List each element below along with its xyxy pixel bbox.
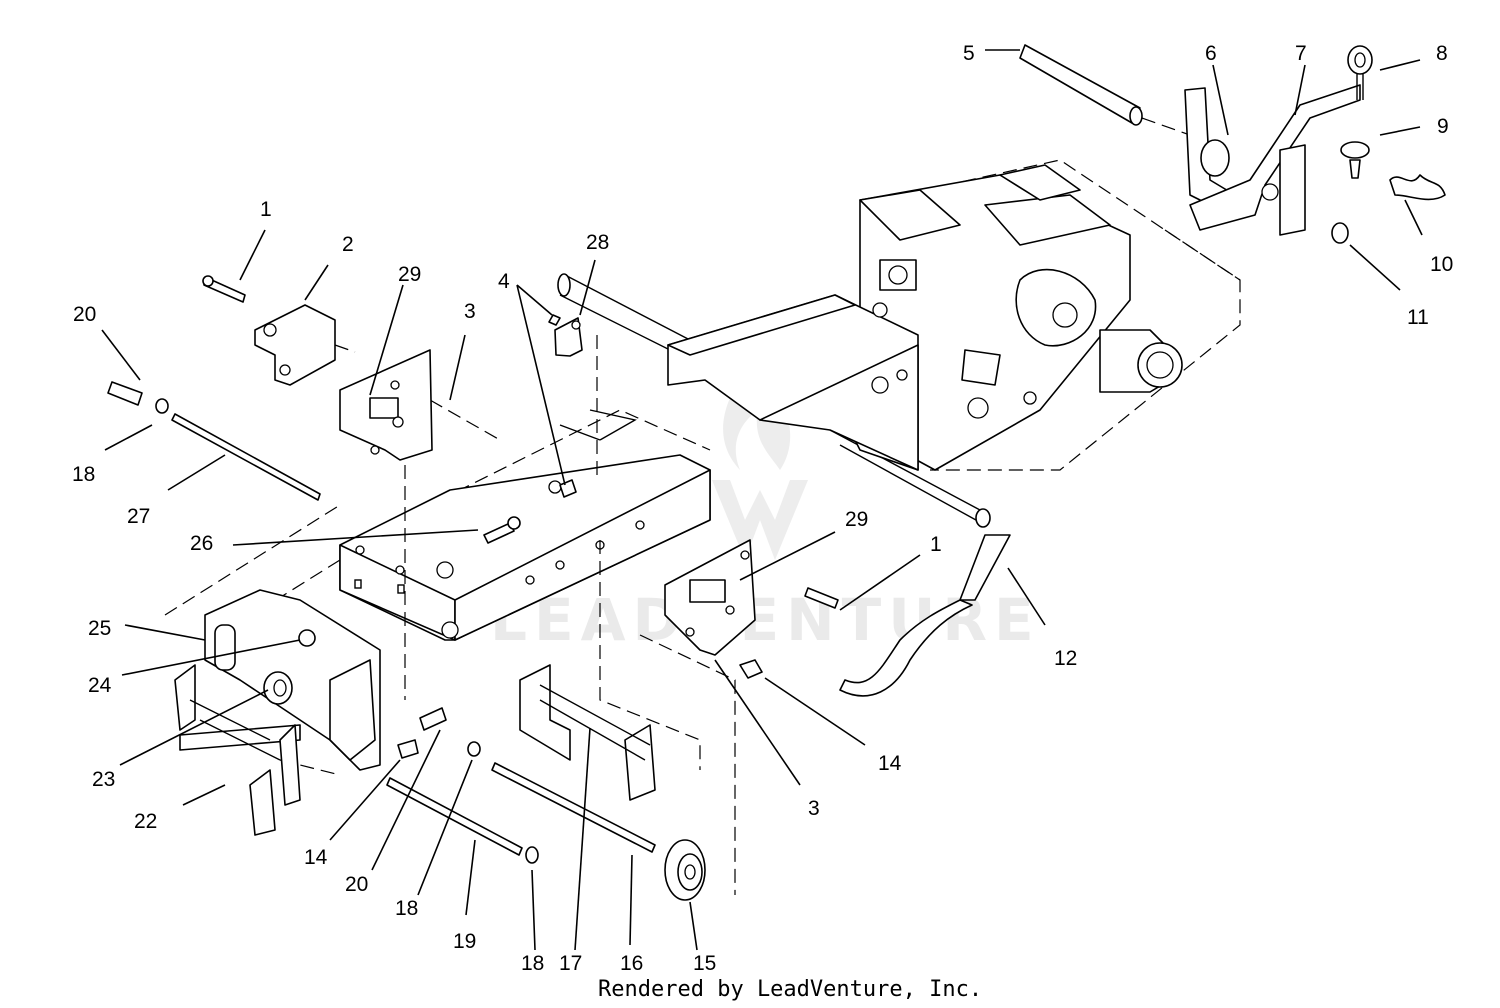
hair-pin-10 (1389, 174, 1446, 201)
callout-16: 16 (620, 952, 643, 975)
callout-24: 24 (88, 674, 112, 697)
nut-4-top (548, 314, 561, 326)
callout-7: 7 (1295, 42, 1307, 65)
callout-3-bottom: 3 (808, 797, 820, 820)
spacer-14-right (739, 659, 763, 679)
callout-1-top: 1 (260, 198, 272, 221)
callout-27: 27 (127, 505, 150, 528)
callout-18-mid: 18 (395, 897, 418, 920)
spacer-20-bottom (419, 707, 447, 731)
callout-17: 17 (559, 952, 582, 975)
bracket-2 (254, 304, 336, 386)
callout-22: 22 (134, 810, 157, 833)
clip-18-mid (467, 741, 481, 757)
callout-6: 6 (1205, 42, 1217, 65)
callout-1-right: 1 (930, 533, 942, 556)
grip-12 (959, 534, 1011, 601)
main-frame-tube (339, 409, 711, 641)
callout-11: 11 (1407, 306, 1429, 329)
lower-rods (386, 664, 706, 901)
bracket-17-right (624, 724, 656, 801)
clip-18-top (155, 398, 169, 414)
rod-16 (491, 762, 656, 853)
leader-lines (101, 49, 1423, 951)
callout-20-bottom: 20 (345, 873, 368, 896)
spacer-20-top (107, 381, 143, 406)
callout-23: 23 (92, 768, 115, 791)
handle-12 (839, 599, 973, 697)
hitch-bar-7 (1189, 84, 1361, 231)
spacer-14-left (397, 739, 419, 759)
callout-29-top: 29 (398, 263, 421, 286)
callout-18-bottom: 18 (521, 952, 544, 975)
callout-15: 15 (693, 952, 716, 975)
callout-28: 28 (586, 231, 609, 254)
upper-left-parts (107, 275, 583, 544)
watermark-text: LEADVENTURE (490, 586, 1041, 654)
transmission-assembly (829, 159, 1241, 528)
callout-8: 8 (1436, 42, 1448, 65)
callout-18-top: 18 (72, 463, 95, 486)
pin-5 (1019, 44, 1141, 124)
callout-20-top: 20 (73, 303, 96, 326)
callout-9: 9 (1437, 115, 1449, 138)
rear-frame-channel (557, 273, 919, 471)
construction-lines (164, 335, 736, 895)
right-center-parts (664, 534, 1011, 697)
callout-4: 4 (498, 270, 510, 293)
lower-left-mount (174, 589, 419, 836)
bolt-26 (483, 522, 515, 544)
callout-12: 12 (1054, 647, 1077, 670)
shaft-22 (179, 724, 301, 751)
callout-29-right: 29 (845, 508, 868, 531)
rod-19 (386, 777, 523, 856)
callout-25: 25 (88, 617, 111, 640)
footer-credit: Rendered by LeadVenture, Inc. (598, 977, 982, 1002)
callout-14-left: 14 (304, 846, 328, 869)
bolt-1-right (804, 587, 839, 609)
callout-14-right: 14 (878, 752, 902, 775)
rod-27 (171, 413, 321, 501)
callout-2: 2 (342, 233, 354, 256)
nut-24 (298, 629, 316, 647)
callout-5: 5 (963, 42, 975, 65)
callout-26: 26 (190, 532, 213, 555)
bracket-17-left (519, 664, 571, 761)
callouts: 5 6 7 8 9 10 11 1 2 29 3 4 28 20 18 27 2… (72, 42, 1453, 975)
clip-18-bottom (525, 846, 539, 864)
callout-19: 19 (453, 930, 476, 953)
callout-10: 10 (1430, 253, 1453, 276)
retaining-ring-11 (1331, 222, 1349, 244)
callout-3-top: 3 (464, 300, 476, 323)
washer-9 (1340, 141, 1370, 159)
hitch-assembly (1019, 44, 1446, 281)
